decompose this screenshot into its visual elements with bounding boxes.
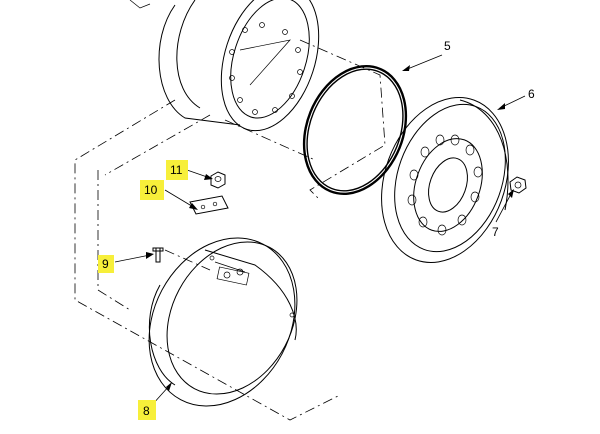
callout-5: 5	[444, 39, 451, 53]
assembly-guide-lines	[74, 39, 386, 421]
callout-label: 8	[143, 404, 150, 418]
leader-lines	[114, 54, 526, 406]
callout-label: 11	[170, 163, 183, 177]
upper-rim-half	[129, 0, 320, 132]
o-ring	[302, 65, 408, 195]
callout-label: 5	[444, 39, 451, 53]
small-nut	[210, 171, 226, 189]
screw	[152, 247, 164, 263]
callout-11: 11	[166, 160, 188, 180]
wheel-disc	[381, 97, 509, 263]
highlight-box	[140, 180, 164, 200]
callout-8: 8	[138, 400, 156, 420]
callout-10: 10	[140, 180, 164, 200]
callout-label: 9	[102, 257, 109, 271]
callout-6: 6	[528, 87, 535, 101]
highlight-box	[98, 255, 114, 273]
callout-7: 7	[492, 225, 499, 239]
highlight-box	[166, 160, 188, 180]
wheel-nut	[509, 176, 527, 194]
lock-plate	[189, 195, 229, 215]
callout-9: 9	[98, 255, 114, 273]
bolt-holes	[407, 134, 483, 236]
callout-label: 10	[144, 183, 158, 197]
callout-label: 6	[528, 87, 535, 101]
highlight-box	[138, 400, 156, 420]
callout-label: 7	[492, 225, 499, 239]
lower-rim	[148, 237, 298, 407]
